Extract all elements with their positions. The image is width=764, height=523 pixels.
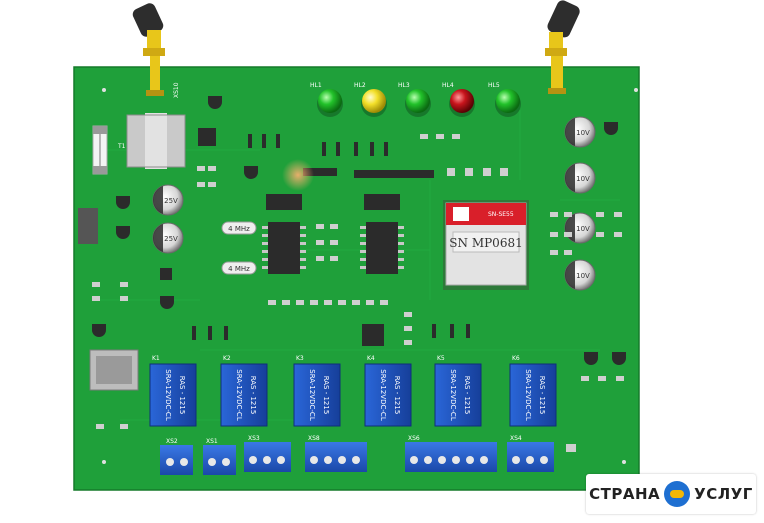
capacitor-c3: 10V (564, 116, 596, 148)
capacitor-c4: 10V (564, 162, 596, 194)
relay-k3: SRA-12VDC-CL RAS - 1215 K3 (293, 355, 341, 427)
terminal-blocks: XS2 XS1 XS3 XS8 XS6 XS4 (160, 435, 554, 475)
sim-holder (89, 349, 139, 391)
relay-k2: SRA-12VDC-CL RAS - 1215 K2 (220, 355, 268, 427)
capacitor-c5: 10V (564, 212, 596, 244)
quartz-value-zq1: 4 MHz (228, 225, 250, 233)
smd-components (92, 134, 624, 452)
relay-ref-k4: K4 (367, 355, 375, 362)
capacitor-value-c2: 25V (164, 235, 178, 243)
capacitor-value-c1: 25V (164, 197, 178, 205)
relay-model-k2: RAS - 1215 (249, 376, 257, 415)
terminal-ref-xs6: XS6 (408, 435, 420, 442)
capacitor-c1: 25V (152, 184, 184, 216)
relay-text-k2: SRA-12VDC-CL (235, 369, 243, 421)
watermark-left: СТРАНА (589, 485, 661, 503)
relay-ref-k1: K1 (152, 355, 160, 362)
relay-k5: SRA-12VDC-CL RAS - 1215 K5 (434, 355, 482, 427)
quartz-zq1: 4 MHz (221, 221, 257, 235)
led-hl5: HL5 (488, 82, 521, 117)
label-t1: T1 (117, 143, 126, 150)
led-ref-hl2: HL2 (354, 82, 366, 89)
relay-ref-k5: K5 (437, 355, 445, 362)
led-hl2: HL2 (354, 82, 387, 117)
capacitor-c2: 25V (152, 222, 184, 254)
terminal-ref-xs8: XS8 (308, 435, 320, 442)
terminal-ref-xs3: XS3 (248, 435, 260, 442)
relay-ref-k2: K2 (223, 355, 231, 362)
relay-k1: SRA-12VDC-CL RAS - 1215 K1 (149, 355, 197, 427)
antenna-right (545, 0, 580, 94)
led-hl4: HL4 (442, 82, 475, 117)
fuse (92, 125, 108, 175)
led-group: HL1 HL2 HL3 HL4 HL5 (310, 82, 521, 117)
module-label: SN MP0681 (449, 236, 522, 250)
relay-model-k4: RAS - 1215 (393, 376, 401, 415)
capacitor-value-c4: 10V (576, 175, 590, 183)
quartz-group: 4 MHz 4 MHz (221, 221, 257, 275)
relay-text-k1: SRA-12VDC-CL (164, 369, 172, 421)
module-brand: SN-SE55 (488, 211, 514, 218)
gsm-module: SN-SE55 SN MP0681 (443, 200, 529, 290)
watermark-logo: СТРАНА УСЛУГ (586, 474, 756, 514)
relay-model-k6: RAS - 1215 (538, 376, 546, 415)
led-hl1: HL1 (310, 82, 343, 117)
ic-dd1 (262, 222, 306, 274)
capacitor-c6: 10V (564, 259, 596, 291)
led-hl3: HL3 (398, 82, 431, 117)
capacitor-value-c6: 10V (576, 272, 590, 280)
led-ref-hl4: HL4 (442, 82, 454, 89)
transistors (92, 96, 626, 365)
diodes (192, 134, 470, 340)
transformer (126, 113, 186, 169)
relay-text-k5: SRA-12VDC-CL (449, 369, 457, 421)
led-ref-hl3: HL3 (398, 82, 410, 89)
relay-k6: SRA-12VDC-CL RAS - 1215 K6 (509, 355, 557, 427)
quartz-zq2: 4 MHz (221, 261, 257, 275)
antenna-left (132, 3, 165, 96)
led-ref-hl5: HL5 (488, 82, 500, 89)
ic-small (160, 128, 384, 346)
led-ref-hl1: HL1 (310, 82, 322, 89)
capacitor-value-c3: 10V (576, 129, 590, 137)
pin-headers (78, 168, 434, 244)
relay-model-k1: RAS - 1215 (178, 376, 186, 415)
handshake-icon (664, 481, 691, 507)
relay-text-k3: SRA-12VDC-CL (308, 369, 316, 421)
relay-model-k5: RAS - 1215 (463, 376, 471, 415)
capacitor-value-c5: 10V (576, 225, 590, 233)
terminal-ref-xs1: XS1 (206, 438, 218, 445)
terminal-ref-xs4: XS4 (510, 435, 522, 442)
relay-ref-k6: K6 (512, 355, 520, 362)
relay-ref-k3: K3 (296, 355, 304, 362)
relay-text-k6: SRA-12VDC-CL (524, 369, 532, 421)
capacitor-group: 25V 25V 10V 10V 10V 10V (152, 116, 596, 291)
quartz-value-zq2: 4 MHz (228, 265, 250, 273)
relay-k4: SRA-12VDC-CL RAS - 1215 K4 (364, 355, 412, 427)
ic-dd2 (360, 222, 404, 274)
watermark-right: УСЛУГ (694, 485, 753, 503)
terminal-ref-xs2: XS2 (166, 438, 178, 445)
label-xs10: XS10 (173, 82, 180, 98)
relay-text-k4: SRA-12VDC-CL (379, 369, 387, 421)
relay-model-k3: RAS - 1215 (322, 376, 330, 415)
